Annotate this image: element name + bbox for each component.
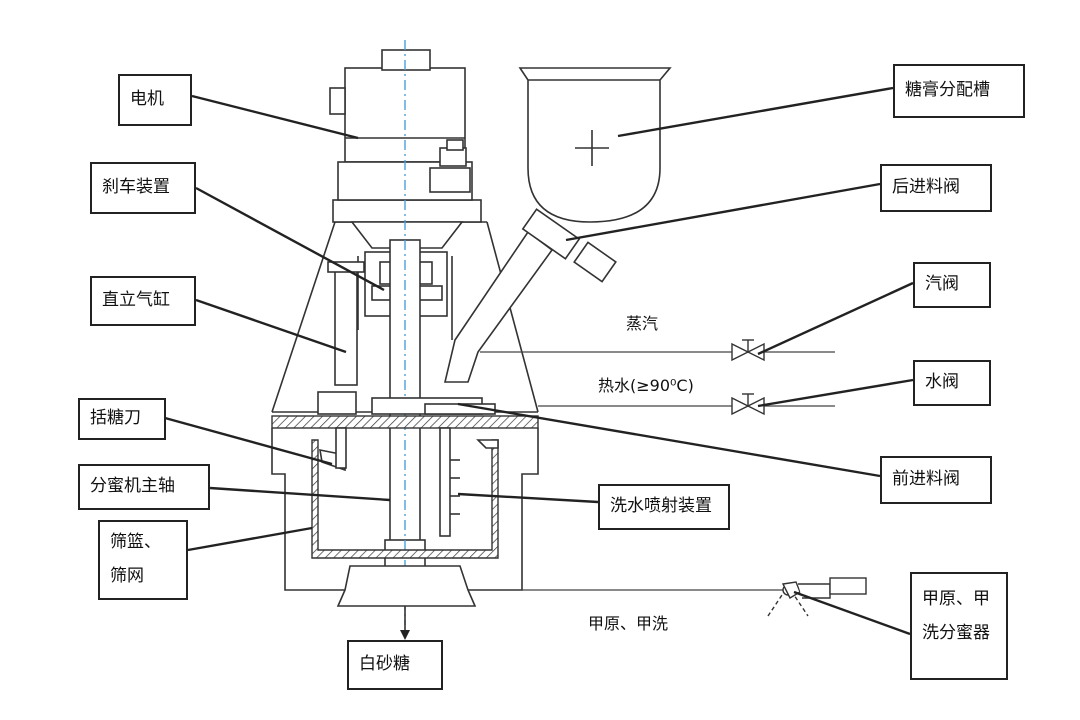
label-scraper: 括糖刀 bbox=[78, 398, 166, 440]
scraper-mount bbox=[317, 391, 357, 415]
outer-cone bbox=[271, 221, 539, 413]
rear-feed-valve-body bbox=[521, 208, 581, 260]
leader-basket bbox=[187, 526, 313, 552]
distributor-trough bbox=[518, 67, 672, 223]
motor-bracket bbox=[429, 167, 471, 193]
leader-front-valve bbox=[457, 402, 881, 478]
steam-valve-symbol bbox=[731, 339, 765, 362]
leader-distributor bbox=[617, 86, 894, 138]
leader-separator bbox=[793, 590, 911, 636]
scraper-stem bbox=[335, 427, 347, 469]
label-spray: 洗水喷射装置 bbox=[598, 484, 730, 530]
leader-rear-valve bbox=[565, 182, 881, 242]
motor-top-cap bbox=[381, 49, 431, 71]
cylinder-cap bbox=[327, 261, 365, 273]
casing-lid bbox=[271, 415, 539, 429]
label-motor: 电机 bbox=[118, 74, 192, 126]
rear-feed-valve-actuator bbox=[573, 241, 617, 283]
feed-pipe bbox=[443, 230, 554, 383]
basket-lip bbox=[476, 439, 499, 449]
label-white-sugar: 白砂糖 bbox=[347, 640, 443, 690]
label-cylinder: 直立气缸 bbox=[90, 276, 196, 326]
leader-motor bbox=[191, 94, 359, 140]
label-separator-line1: 甲原、甲 bbox=[922, 589, 990, 609]
label-basket: 筛篮、 筛网 bbox=[98, 520, 188, 600]
annotation-molasses: 甲原、甲洗 bbox=[588, 614, 669, 633]
white-sugar-arrowhead bbox=[400, 630, 410, 640]
motor-bracket-knob bbox=[446, 139, 464, 151]
water-valve-symbol bbox=[731, 393, 765, 416]
label-basket-line1: 筛篮、 bbox=[110, 532, 161, 552]
leader-shaft bbox=[209, 486, 391, 502]
spray-pipe bbox=[439, 427, 451, 537]
label-rear-valve: 后进料阀 bbox=[880, 164, 992, 212]
label-steam-valve: 汽阀 bbox=[913, 262, 991, 308]
leader-cylinder bbox=[195, 298, 347, 354]
label-separator-line2: 洗分蜜器 bbox=[922, 623, 990, 643]
funnel bbox=[350, 221, 464, 249]
top-plate bbox=[332, 199, 482, 223]
leader-water-valve bbox=[757, 378, 914, 408]
leader-brake bbox=[195, 186, 385, 292]
leader-steam-valve bbox=[757, 281, 914, 356]
label-shaft: 分蜜机主轴 bbox=[78, 464, 210, 510]
label-brake: 刹车装置 bbox=[90, 162, 196, 214]
annotation-hot-water: 热水(≥90⁰C) bbox=[598, 376, 694, 395]
label-front-valve: 前进料阀 bbox=[880, 456, 992, 504]
label-water-valve: 水阀 bbox=[913, 360, 991, 406]
leader-scraper bbox=[164, 416, 333, 466]
motor-terminal bbox=[329, 87, 346, 115]
leader-spray bbox=[457, 492, 599, 504]
annotation-steam: 蒸汽 bbox=[626, 314, 659, 333]
label-separator: 甲原、甲 洗分蜜器 bbox=[910, 572, 1008, 680]
label-basket-line2: 筛网 bbox=[110, 566, 144, 586]
label-distributor: 糖膏分配槽 bbox=[893, 64, 1025, 118]
molasses-separator bbox=[767, 577, 867, 617]
bottom-housing bbox=[336, 565, 477, 607]
vertical-cylinder bbox=[334, 264, 358, 386]
